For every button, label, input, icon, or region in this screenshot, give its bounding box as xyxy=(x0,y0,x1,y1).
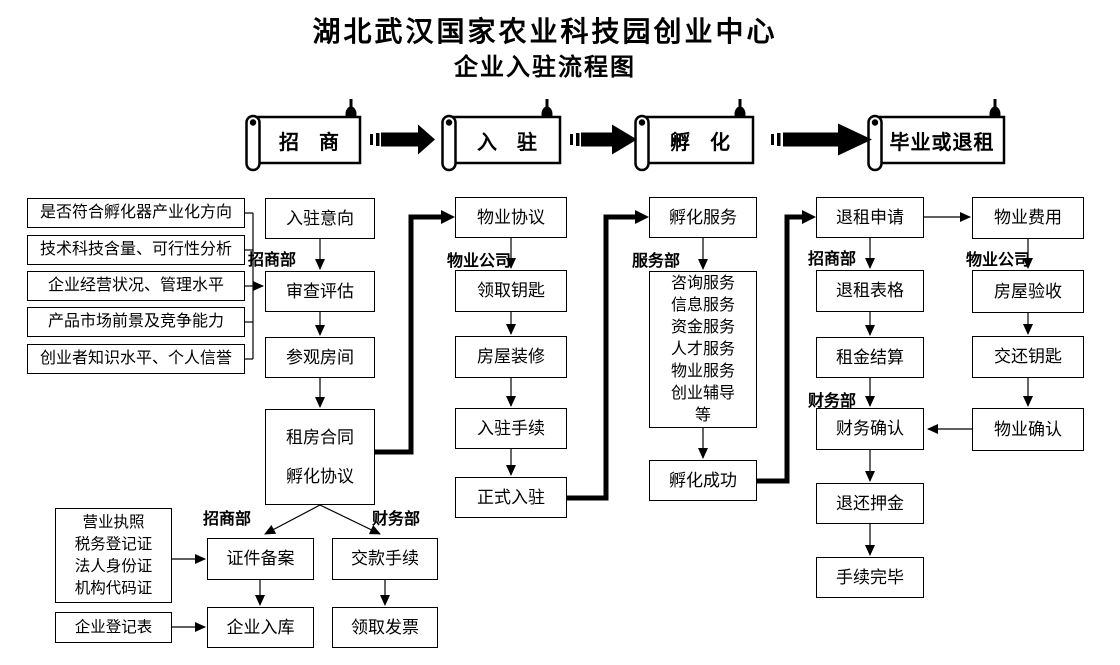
flow-box-movein-procedure: 入驻手续 xyxy=(455,408,567,449)
criteria-collector-lines xyxy=(245,212,264,360)
flow-box-registry-form: 企业登记表 xyxy=(55,612,172,643)
scroll-banner-shape-movein xyxy=(441,99,562,172)
flow-box-official-movein: 正式入驻 xyxy=(455,477,567,518)
flow-box-service-list: 咨询服务 信息服务 资金服务 人才服务 物业服务 创业辅导 等 xyxy=(649,271,757,428)
flow-box-review: 审查评估 xyxy=(265,271,375,312)
dept-label-recruit-3: 招商部 xyxy=(808,251,857,268)
doc-line-2: 税务登记证 xyxy=(74,535,153,553)
flow-box-incubation-success: 孵化成功 xyxy=(649,460,757,501)
exit-column-arrows xyxy=(865,212,971,556)
property-column-arrows xyxy=(927,239,1033,434)
doc-line-4: 机构代码证 xyxy=(74,579,153,597)
elbow-official-to-incubation-service xyxy=(567,210,649,501)
flow-box-exit-apply: 退租申请 xyxy=(816,197,924,238)
page-subtitle: 企业入驻流程图 xyxy=(454,55,636,81)
flow-box-house-inspection: 房屋验收 xyxy=(972,270,1084,313)
dept-label-finance-2: 财务部 xyxy=(808,393,857,410)
stage-arrow-incubate-to-graduate xyxy=(771,123,872,156)
flow-box-finance-confirm: 财务确认 xyxy=(816,408,924,450)
flow-box-visit-room: 参观房间 xyxy=(265,337,375,378)
service-line-6: 创业辅导 xyxy=(670,384,735,402)
flow-box-contract: 租房合同 孵化协议 xyxy=(265,409,375,505)
service-line-4: 人才服务 xyxy=(670,340,735,358)
flow-box-enterprise-db: 企业入库 xyxy=(207,607,314,648)
registration-arrows xyxy=(172,554,390,632)
flow-box-documents: 营业执照 税务登记证 法人身份证 机构代码证 xyxy=(55,508,172,603)
flow-box-criteria-direction: 是否符合孵化器产业化方向 xyxy=(27,198,245,228)
flow-box-rent-settlement: 租金结算 xyxy=(816,337,924,378)
flow-box-criteria-founder: 创业者知识水平、个人信誉 xyxy=(27,344,245,374)
recruit-column-arrows xyxy=(264,239,381,535)
dept-label-property-1: 物业公司 xyxy=(447,253,512,270)
dept-label-recruit-2: 招商部 xyxy=(203,511,252,528)
flow-box-exit-form: 退租表格 xyxy=(816,270,924,312)
flow-box-entry-intent: 入驻意向 xyxy=(265,198,375,239)
banner-recruit: 招 商 xyxy=(279,131,339,154)
flow-box-certificate-filing: 证件备案 xyxy=(207,538,314,580)
flow-box-get-keys: 领取钥匙 xyxy=(455,270,567,312)
flow-box-payment: 交款手续 xyxy=(332,538,438,580)
scroll-banner-shape-recruit xyxy=(245,99,362,172)
flow-box-property-fee: 物业费用 xyxy=(972,197,1084,239)
flow-box-deposit-refund: 退还押金 xyxy=(816,483,924,524)
flow-box-criteria-operation: 企业经营状况、管理水平 xyxy=(27,271,245,301)
banner-incubate: 孵 化 xyxy=(670,131,730,154)
dept-label-finance-1: 财务部 xyxy=(372,511,421,528)
dept-label-recruit-1: 招商部 xyxy=(248,252,297,269)
scroll-banner-shape-incubate xyxy=(634,99,755,172)
service-line-2: 信息服务 xyxy=(670,296,735,314)
flow-box-renovation: 房屋装修 xyxy=(455,336,567,378)
service-line-7: 等 xyxy=(694,406,711,424)
banner-graduate: 毕业或退租 xyxy=(889,131,995,154)
service-line-3: 资金服务 xyxy=(670,318,735,336)
banner-movein: 入 驻 xyxy=(477,131,537,154)
stage-arrow-movein-to-incubate xyxy=(570,124,637,155)
flow-box-criteria-market: 产品市场前景及竞争能力 xyxy=(27,307,245,337)
flow-box-procedure-complete: 手续完毕 xyxy=(816,557,924,598)
dept-label-property-2: 物业公司 xyxy=(966,252,1031,269)
contract-line-2: 孵化协议 xyxy=(286,466,354,486)
page-title: 湖北武汉国家农业科技园创业中心 xyxy=(312,17,778,48)
doc-line-1: 营业执照 xyxy=(82,513,145,531)
doc-line-3: 法人身份证 xyxy=(74,557,153,575)
flow-box-property-agreement: 物业协议 xyxy=(455,197,567,238)
flow-box-invoice: 领取发票 xyxy=(332,607,438,648)
flow-box-criteria-tech: 技术科技含量、可行性分析 xyxy=(27,235,245,265)
flow-box-incubation-service: 孵化服务 xyxy=(649,197,757,238)
elbow-contract-to-property-agreement xyxy=(375,210,455,455)
flow-box-return-keys: 交还钥匙 xyxy=(972,336,1084,378)
stage-arrow-recruit-to-movein xyxy=(370,124,435,155)
service-line-5: 物业服务 xyxy=(670,362,735,380)
elbow-success-to-exit-apply xyxy=(757,210,816,484)
scroll-banner-shape-graduate xyxy=(867,99,1006,172)
dept-label-service: 服务部 xyxy=(632,253,681,270)
contract-line-1: 租房合同 xyxy=(286,427,354,447)
service-line-1: 咨询服务 xyxy=(670,274,735,292)
flow-box-property-confirm: 物业确认 xyxy=(972,408,1084,451)
